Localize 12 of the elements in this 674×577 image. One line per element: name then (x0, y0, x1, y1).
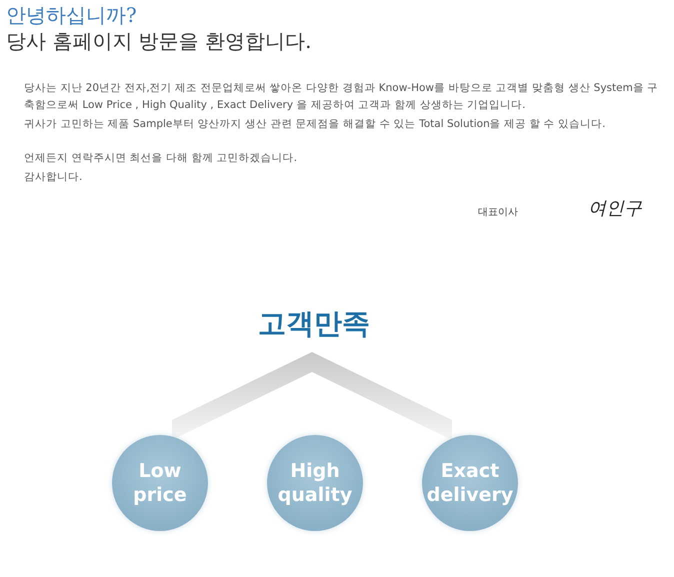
value-circle: Exact delivery (422, 435, 518, 531)
signature-text: 여인구 (588, 197, 642, 220)
diagram-heading: 고객만족 (257, 306, 371, 342)
solution-paragraph: 귀사가 고민하는 제품 Sample부터 양산까지 생산 관련 문제점을 해결할 수 있는 Total Solution을 제공 할 수 있습니다. (24, 117, 606, 132)
intro-paragraph: 당사는 지난 20년간 전자,전기 제조 전문업체로써 쌓아온 다양한 경험과 Know-How를 바탕으로 고객별 맞춤형 생산 System을 구축함으로써 Low Price , High Quality , Exact Delivery 을 제공하여 고객과 함께 상생하는 기업입니다. (24, 81, 659, 113)
thanks-text: 감사합니다. (24, 170, 84, 185)
greeting-heading: 안녕하십니까? (6, 2, 137, 29)
signature-title: 대표이사 (478, 206, 518, 219)
value-circle: High quality (267, 435, 363, 531)
value-circle: Low price (112, 435, 208, 531)
contact-paragraph: 언제든지 연락주시면 최선을 다해 함께 고민하겠습니다. (24, 151, 298, 166)
welcome-heading: 당사 홈페이지 방문을 환영합니다. (6, 28, 312, 55)
